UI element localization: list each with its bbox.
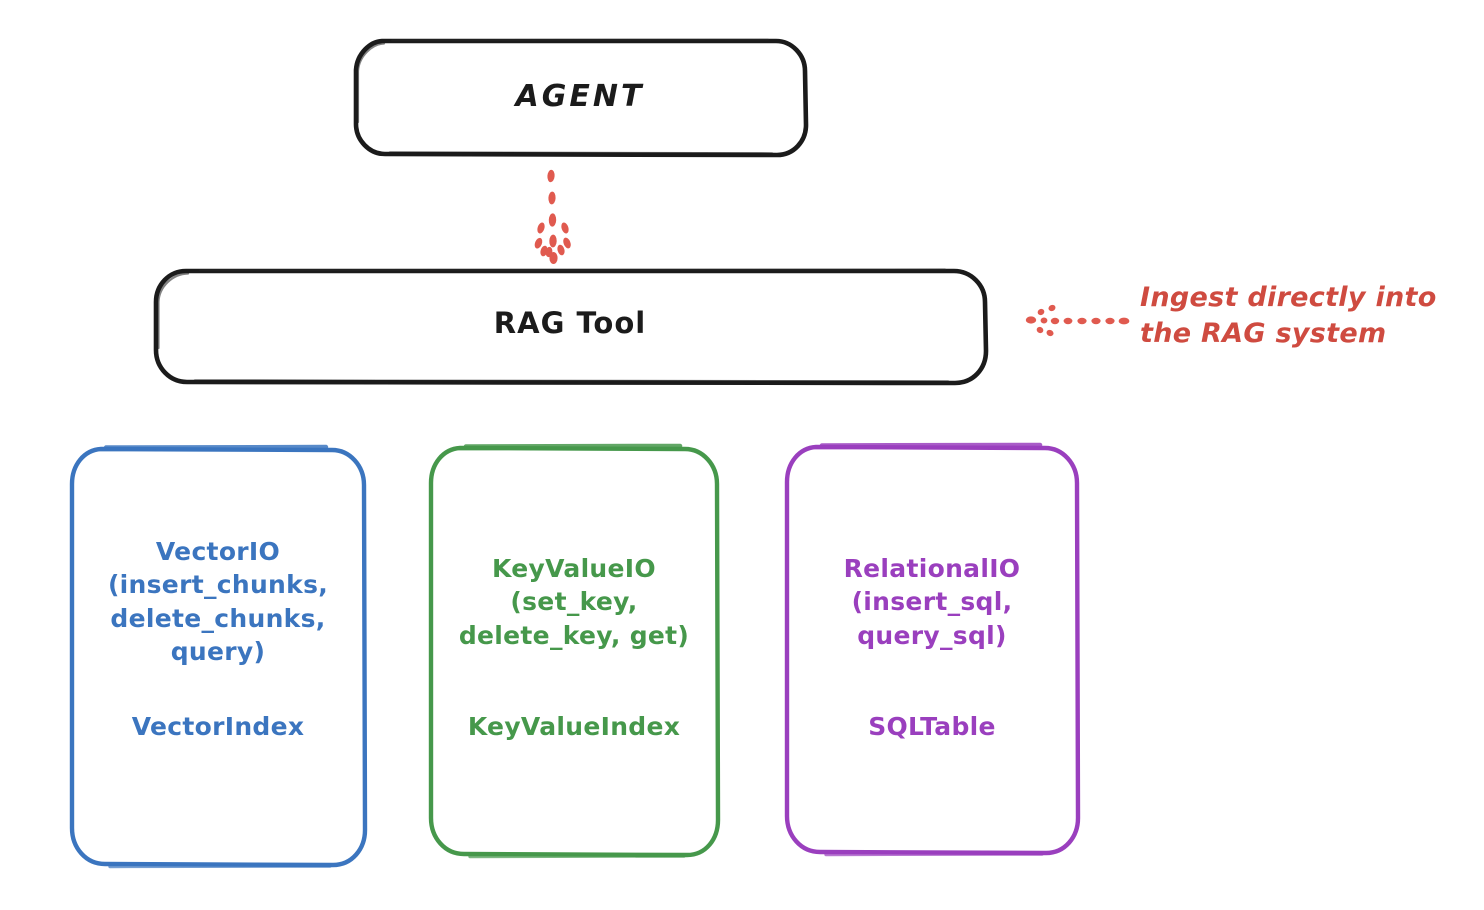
note-to-rag-arrow bbox=[1025, 304, 1130, 337]
vector-io-index-label: VectorIndex bbox=[131, 712, 305, 741]
vector-io-box[interactable] bbox=[69, 444, 368, 869]
relational-io-methods-label: RelationalIO (insert_sql, query_sql) bbox=[843, 554, 1021, 650]
relational-io-index-label: SQLTable bbox=[868, 712, 996, 741]
relational-io-box[interactable] bbox=[784, 442, 1081, 857]
vector-io-methods-label: VectorIO (insert_chunks, delete_chunks, … bbox=[107, 537, 329, 666]
key-value-io-methods-label: KeyValueIO (set_key, delete_key, get) bbox=[458, 554, 690, 650]
key-value-io-box[interactable] bbox=[428, 443, 721, 859]
agent-box[interactable] bbox=[353, 38, 809, 158]
rag-tool-box[interactable] bbox=[153, 268, 989, 386]
agent-to-rag-arrow bbox=[534, 169, 571, 264]
ingest-annotation-label: Ingest directly into the RAG system bbox=[1140, 282, 1437, 350]
key-value-io-index-label: KeyValueIndex bbox=[467, 712, 681, 741]
